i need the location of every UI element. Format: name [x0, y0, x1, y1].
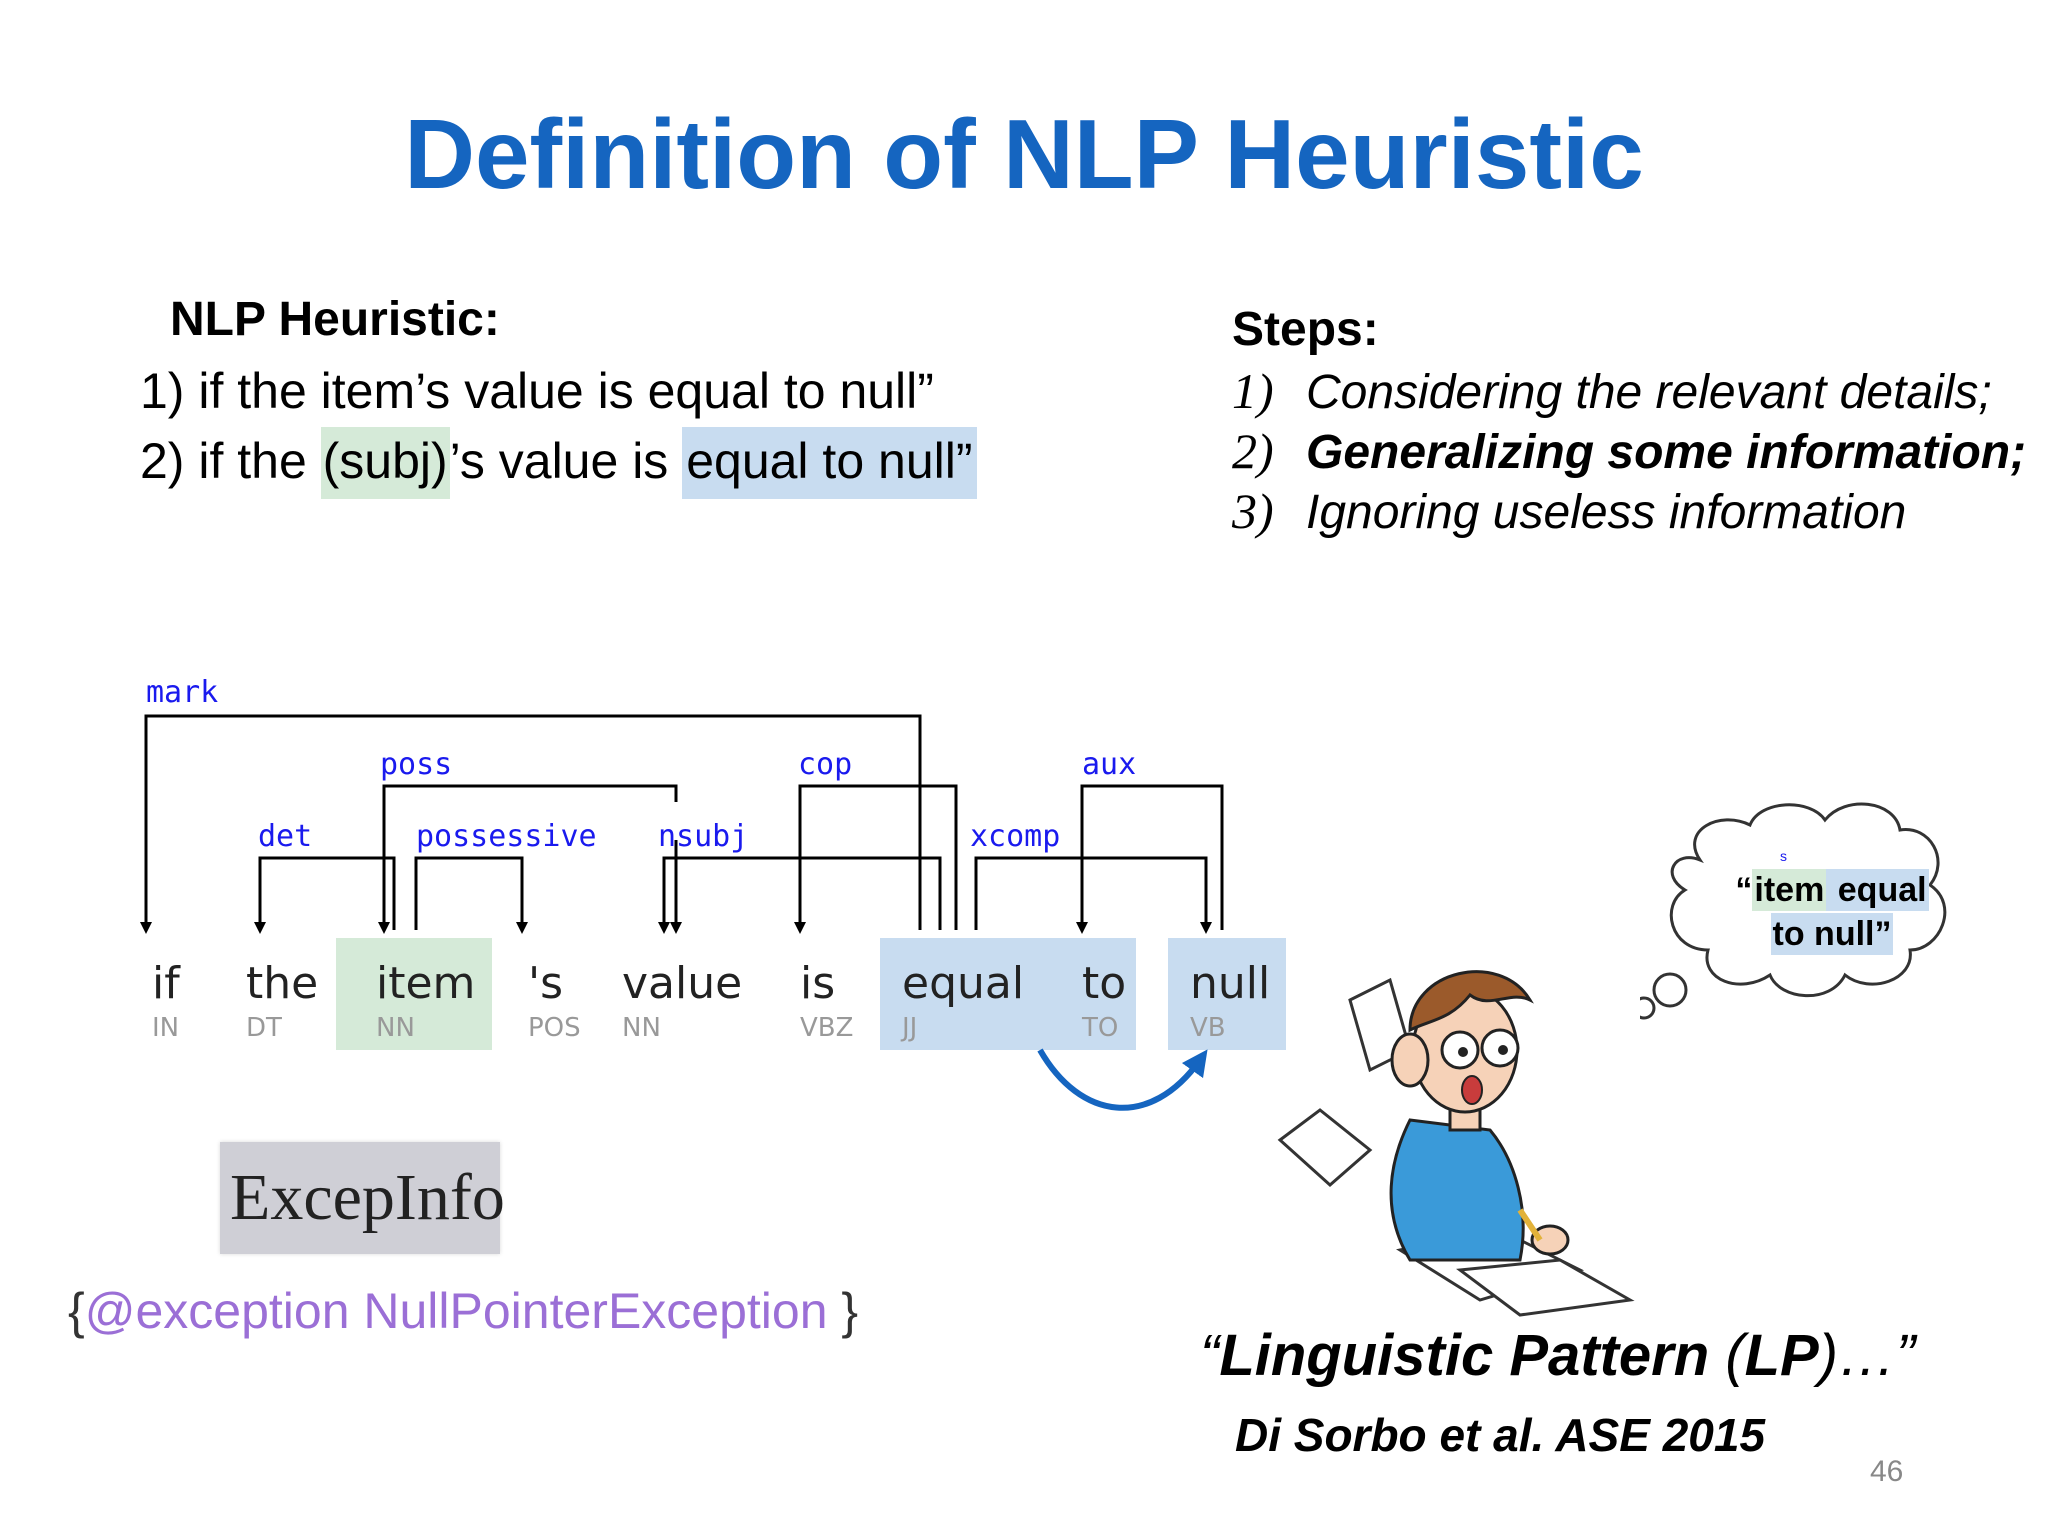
token-tag-2: NN: [376, 1013, 415, 1043]
possessive-arc: [414, 856, 528, 934]
step-2: 2) Generalizing some information;: [1232, 422, 2026, 480]
generalization-arrow: [1037, 1048, 1208, 1111]
thought-s-mark: s: [1780, 848, 1787, 864]
token-tag-8: VB: [1190, 1013, 1226, 1043]
open-brace: {: [68, 1283, 85, 1339]
token-tag-4: NN: [622, 1013, 661, 1043]
xcomp-arc: [974, 856, 1212, 934]
thought-open-quote: “: [1735, 871, 1753, 909]
step-1: 1) Considering the relevant details;: [1232, 362, 1992, 420]
linguistic-pattern-line: “Linguistic Pattern (LP)…”: [1200, 1322, 1915, 1389]
heuristic-line-2-middle: ’s value is: [449, 433, 683, 489]
relation-label-poss: poss: [380, 747, 452, 782]
subject-highlight: (subj): [320, 427, 450, 499]
citation: Di Sorbo et al. ASE 2015: [1235, 1409, 1766, 1461]
step-3-number: 3): [1232, 483, 1274, 539]
predicate-highlight: equal to null”: [682, 427, 977, 499]
nsubj-arc: [658, 856, 942, 934]
relation-label-mark: mark: [146, 675, 218, 710]
steps-heading: Steps:: [1232, 303, 1379, 356]
step-1-number: 1): [1232, 363, 1274, 419]
step-2-number: 2): [1232, 423, 1274, 479]
token-tag-1: DT: [246, 1013, 282, 1043]
thought-item: item: [1752, 869, 1827, 911]
token-word-3: 's: [528, 958, 563, 1009]
heuristic-line-2: 2) if the (subj)’s value is equal to nul…: [140, 427, 977, 499]
heuristic-line-1: 1) if the item’s value is equal to null”: [140, 363, 934, 419]
thinking-person-illustration: [1277, 970, 1635, 1317]
lp-paren-open: (: [1709, 1323, 1745, 1388]
token-word-1: the: [246, 958, 318, 1009]
det-arc: [254, 856, 396, 934]
step-1-text: Considering the relevant details;: [1306, 366, 1992, 419]
relation-label-xcomp: xcomp: [970, 819, 1060, 854]
heuristic-line-2-prefix: 2) if the: [140, 433, 321, 489]
step-3-text: Ignoring useless information: [1306, 486, 1907, 539]
step-2-text: Generalizing some information;: [1306, 426, 2027, 479]
token-word-5: is: [800, 958, 835, 1009]
equal-to-token-highlight: [880, 938, 1136, 1050]
thought-to-null: to null”: [1770, 913, 1894, 955]
lp-bold-linguistic-pattern: Linguistic Pattern: [1219, 1323, 1710, 1388]
relation-label-det: det: [258, 819, 312, 854]
token-word-0: if: [152, 958, 181, 1009]
token-word-7: to: [1082, 958, 1126, 1009]
exceptinfo-box: [220, 1142, 500, 1254]
lp-bold-lp: LP: [1744, 1323, 1819, 1388]
dependency-parse-diagram: mark poss cop aux det possessive nsubj x…: [140, 675, 1286, 1111]
lp-open-quote: “: [1200, 1323, 1220, 1388]
relation-label-possessive: possessive: [416, 819, 597, 854]
close-brace: }: [827, 1283, 859, 1339]
token-tag-3: POS: [528, 1013, 581, 1043]
exception-tag: @exception NullPointerException: [84, 1283, 828, 1339]
relation-label-cop: cop: [798, 747, 852, 782]
token-word-4: value: [622, 958, 742, 1009]
token-tag-6: JJ: [900, 1013, 917, 1043]
token-word-2: item: [376, 958, 475, 1009]
token-word-6: equal: [902, 958, 1024, 1009]
item-token-highlight: [336, 938, 492, 1050]
page-number: 46: [1870, 1455, 1904, 1488]
lp-close: )…”: [1818, 1323, 1916, 1388]
token-tag-5: VBZ: [800, 1013, 853, 1043]
token-tag-7: TO: [1081, 1013, 1118, 1043]
null-token-highlight: [1168, 938, 1286, 1050]
token-tag-0: IN: [152, 1013, 179, 1043]
slide-title: Definition of NLP Heuristic: [404, 99, 1644, 209]
exceptinfo-label: ExcepInfo: [230, 1161, 505, 1234]
relation-label-nsubj: nsubj: [658, 819, 748, 854]
step-3: 3) Ignoring useless information: [1232, 482, 1906, 540]
thought-equal: equal: [1826, 869, 1929, 911]
mark-arc: [140, 714, 922, 934]
exception-tag-line: {@exception NullPointerException }: [68, 1282, 858, 1340]
heuristic-heading: NLP Heuristic:: [170, 293, 500, 346]
token-word-8: null: [1190, 958, 1270, 1009]
relation-label-aux: aux: [1082, 747, 1136, 782]
